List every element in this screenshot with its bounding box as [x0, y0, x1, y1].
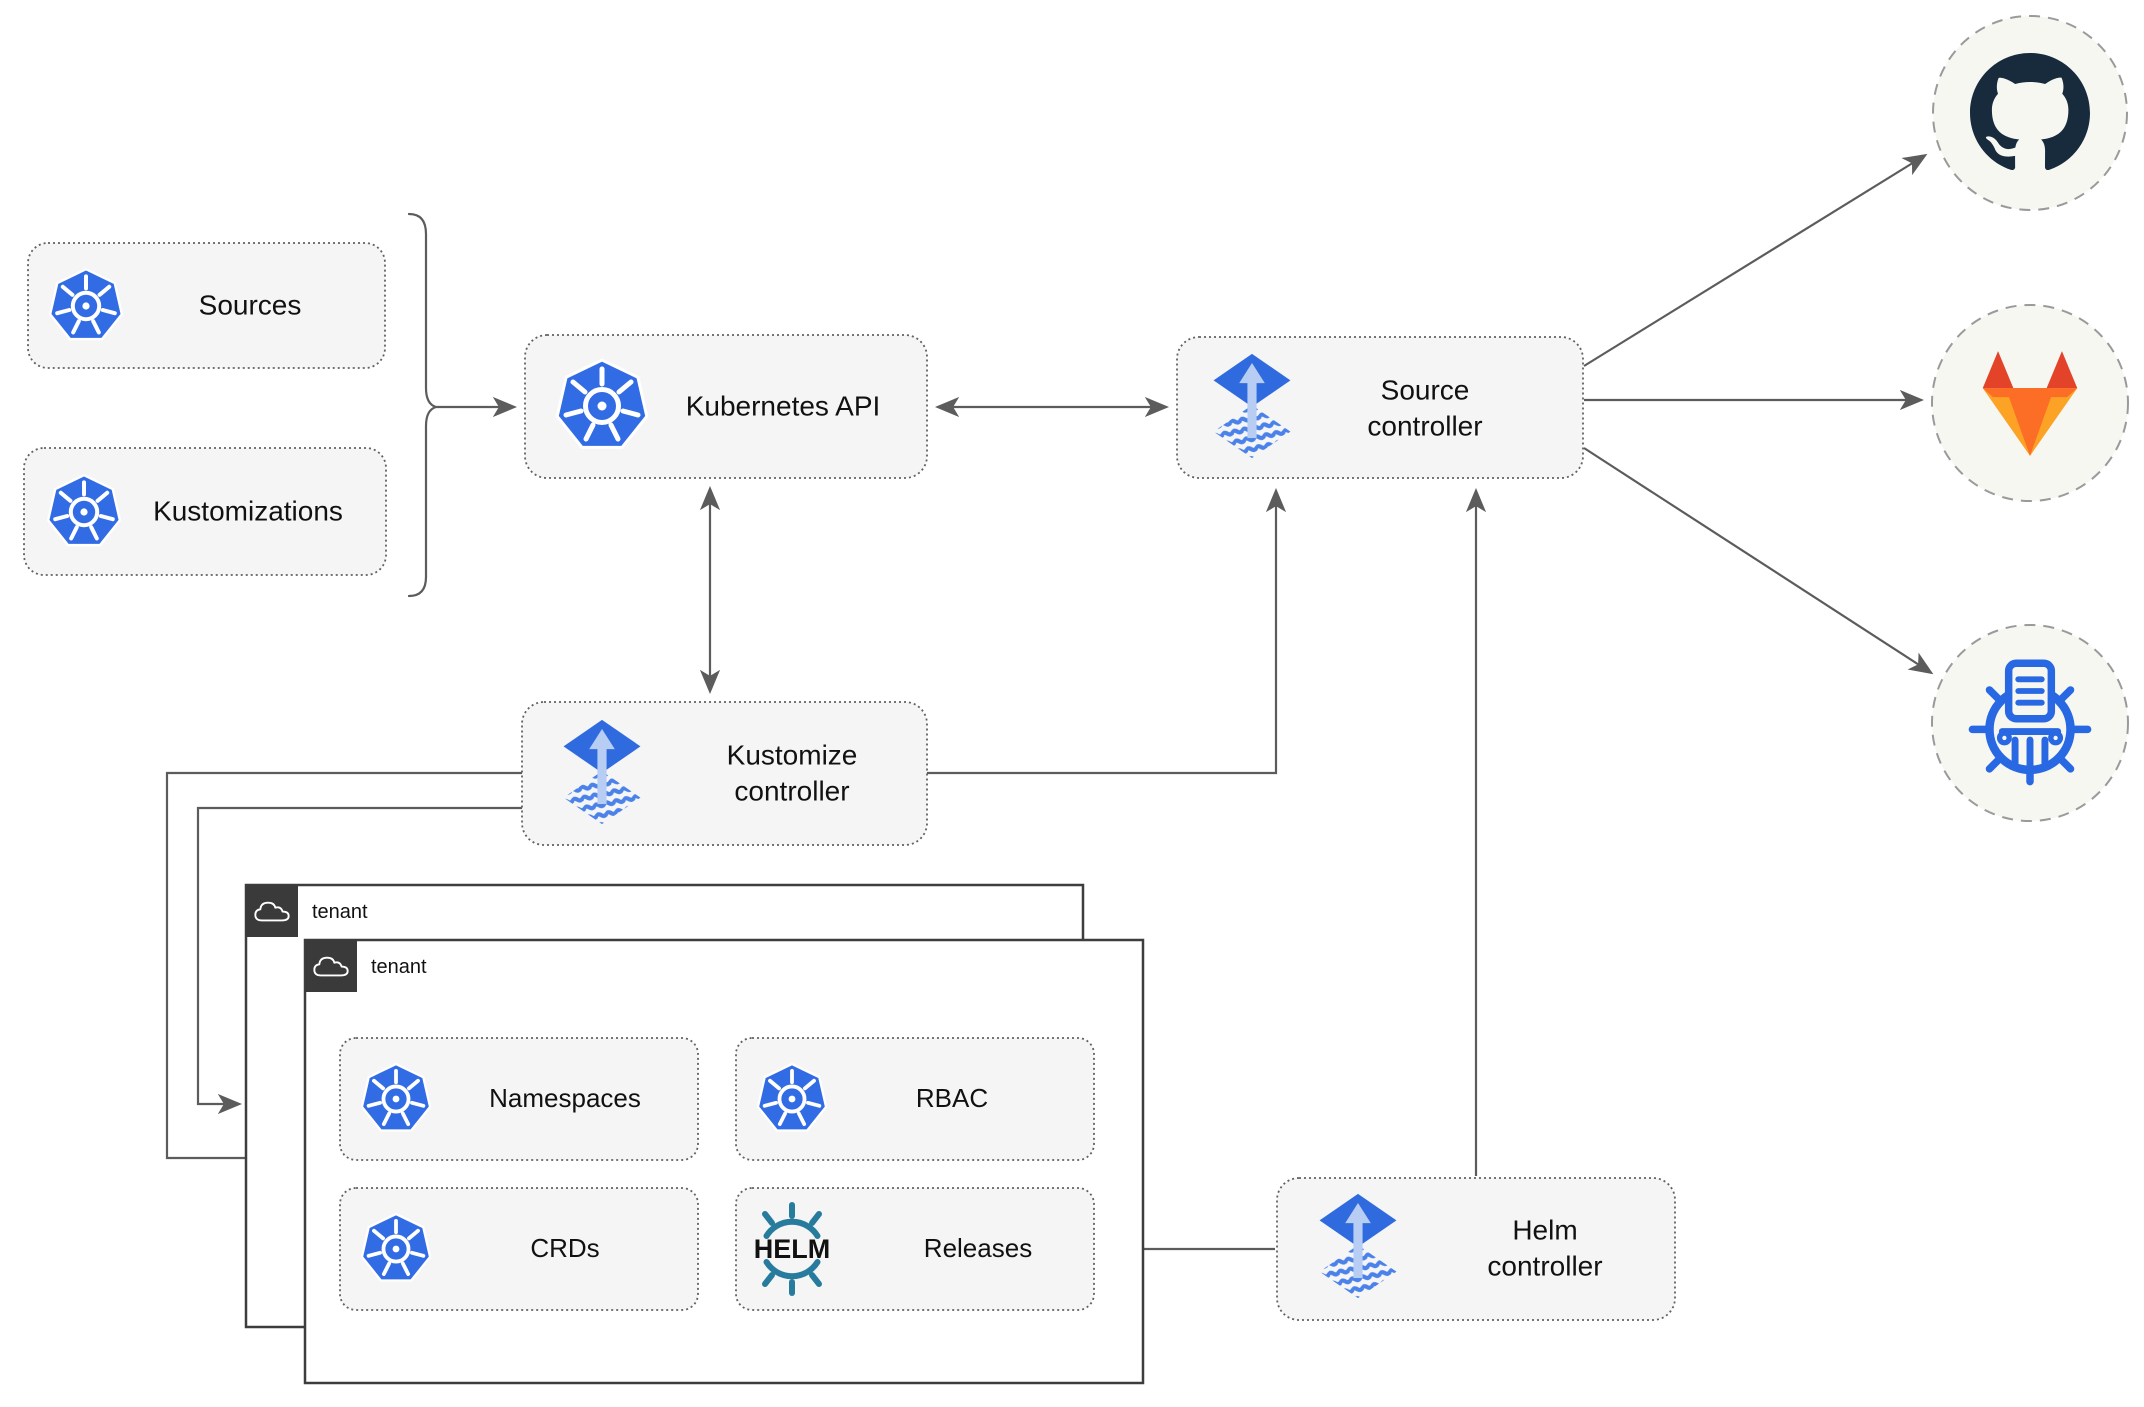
node-helm-controller: Helm controller: [1276, 1177, 1676, 1321]
node-source-controller: Source controller: [1176, 336, 1584, 479]
node-sources: Sources: [27, 242, 386, 369]
tenant-inner-box: tenant: [303, 938, 1145, 1385]
kustomize-controller-label-line1: Kustomize: [727, 739, 858, 770]
rbac-label: RBAC: [916, 1083, 988, 1113]
releases-label: Releases: [924, 1233, 1032, 1263]
kubernetes-api-label: Kubernetes API: [686, 390, 881, 421]
tenant-outer-tab: [246, 885, 298, 937]
kustomize-controller-box: [521, 701, 928, 846]
kustomize-controller-label-line2: controller: [734, 775, 849, 806]
edge-source-to-chartmuseum: [1583, 447, 1934, 675]
tenant-inner-tab: [305, 940, 357, 992]
crds-box: [339, 1187, 699, 1311]
namespaces-label: Namespaces: [489, 1083, 641, 1113]
tenant-outer-label: tenant: [312, 901, 368, 923]
helm-controller-label-line1: Helm: [1512, 1214, 1577, 1245]
namespaces-box: [339, 1037, 699, 1161]
node-rbac: RBAC: [735, 1037, 1095, 1161]
endpoint-chartmuseum: [1931, 624, 2129, 822]
node-releases: HELM Releases: [735, 1187, 1095, 1311]
kustomizations-box: [23, 447, 387, 576]
node-kubernetes-api: Kubernetes API: [524, 334, 928, 479]
source-controller-label-line2: controller: [1367, 410, 1482, 441]
node-kustomizations: Kustomizations: [23, 447, 387, 576]
source-controller-box: [1176, 336, 1584, 479]
edge-kustomize-to-outer-tenant: [196, 806, 522, 1115]
edge-source-to-github: [1583, 153, 1928, 367]
tenant-inner-frame: [303, 938, 1145, 1385]
brace-sources-group: [407, 212, 440, 598]
tenant-inner-label: tenant: [371, 956, 427, 978]
crds-label: CRDs: [530, 1233, 599, 1263]
edge-kustomize-to-source-controller: [927, 487, 1287, 775]
rbac-box: [735, 1037, 1095, 1161]
endpoint-github: [1932, 15, 2128, 211]
kustomizations-label: Kustomizations: [153, 495, 343, 526]
releases-box: [735, 1187, 1095, 1311]
sources-label: Sources: [199, 289, 302, 320]
node-kustomize-controller: Kustomize controller: [521, 701, 928, 846]
helm-wordmark: HELM: [754, 1234, 831, 1264]
edge-kustomize-to-inner-tenant: [165, 771, 522, 1169]
helm-controller-label-line2: controller: [1487, 1250, 1602, 1281]
sources-box: [27, 242, 386, 369]
edges: [165, 153, 1934, 1260]
source-controller-label-line1: Source: [1381, 374, 1470, 405]
node-crds: CRDs: [339, 1187, 699, 1311]
chartmuseum-circle: [1931, 624, 2129, 822]
github-circle: [1932, 15, 2128, 211]
endpoint-gitlab: [1931, 304, 2129, 502]
helm-controller-box: [1276, 1177, 1676, 1321]
node-namespaces: Namespaces: [339, 1037, 699, 1161]
